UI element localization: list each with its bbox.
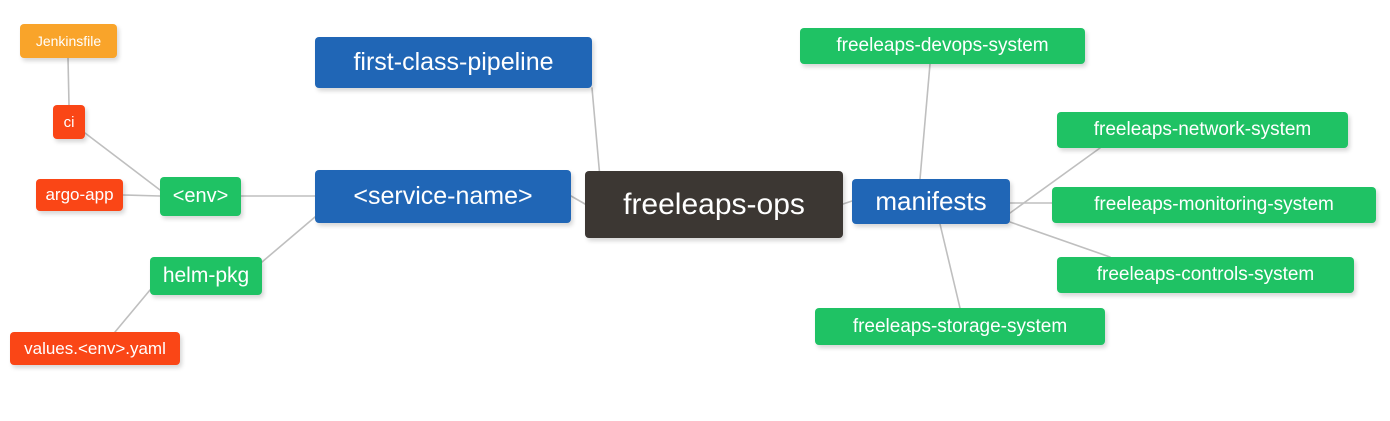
node-manifests[interactable]: manifests	[852, 179, 1010, 224]
node-label-service: <service-name>	[353, 182, 533, 210]
node-label-controls: freeleaps-controls-system	[1096, 264, 1315, 285]
node-helm[interactable]: helm-pkg	[150, 257, 262, 295]
node-label-helm: helm-pkg	[162, 264, 250, 287]
edge-root-to-manifests	[842, 200, 853, 205]
edge-manifests-to-devops	[919, 63, 931, 180]
node-env[interactable]: <env>	[160, 177, 241, 216]
node-root[interactable]: freeleaps-ops	[585, 171, 843, 238]
edge-helm-to-values	[114, 289, 151, 333]
node-label-network: freeleaps-network-system	[1093, 119, 1312, 140]
node-label-devops: freeleaps-devops-system	[836, 35, 1049, 56]
node-label-storage: freeleaps-storage-system	[852, 315, 1068, 337]
node-argo[interactable]: argo-app	[36, 179, 123, 211]
node-devops[interactable]: freeleaps-devops-system	[800, 28, 1085, 64]
node-service[interactable]: <service-name>	[315, 170, 571, 223]
node-monitoring[interactable]: freeleaps-monitoring-system	[1052, 187, 1376, 223]
edge-root-to-pipeline	[591, 87, 601, 179]
edge-env-to-ci	[84, 132, 161, 191]
node-label-manifests: manifests	[875, 186, 987, 216]
edge-service-to-helm	[261, 216, 316, 263]
node-label-monitoring: freeleaps-monitoring-system	[1094, 194, 1334, 215]
node-pipeline[interactable]: first-class-pipeline	[315, 37, 592, 88]
node-label-jenkins: Jenkinsfile	[35, 33, 102, 49]
edge-root-to-service	[570, 195, 586, 205]
node-controls[interactable]: freeleaps-controls-system	[1057, 257, 1354, 293]
node-label-argo: argo-app	[45, 185, 114, 204]
node-label-pipeline: first-class-pipeline	[353, 48, 554, 76]
edge-manifests-to-network	[1009, 147, 1101, 214]
edge-manifests-to-controls	[1009, 221, 1111, 258]
edge-env-to-argo	[122, 194, 161, 197]
node-values[interactable]: values.<env>.yaml	[10, 332, 180, 365]
node-label-values: values.<env>.yaml	[24, 338, 166, 358]
node-network[interactable]: freeleaps-network-system	[1057, 112, 1348, 148]
node-label-ci: ci	[63, 113, 75, 131]
edge-manifests-to-storage	[939, 223, 961, 309]
edge-ci-to-jenkins	[67, 57, 70, 106]
node-label-env: <env>	[172, 185, 229, 207]
node-jenkins[interactable]: Jenkinsfile	[20, 24, 117, 58]
node-storage[interactable]: freeleaps-storage-system	[815, 308, 1105, 345]
node-ci[interactable]: ci	[53, 105, 85, 139]
node-label-root: freeleaps-ops	[623, 187, 805, 221]
